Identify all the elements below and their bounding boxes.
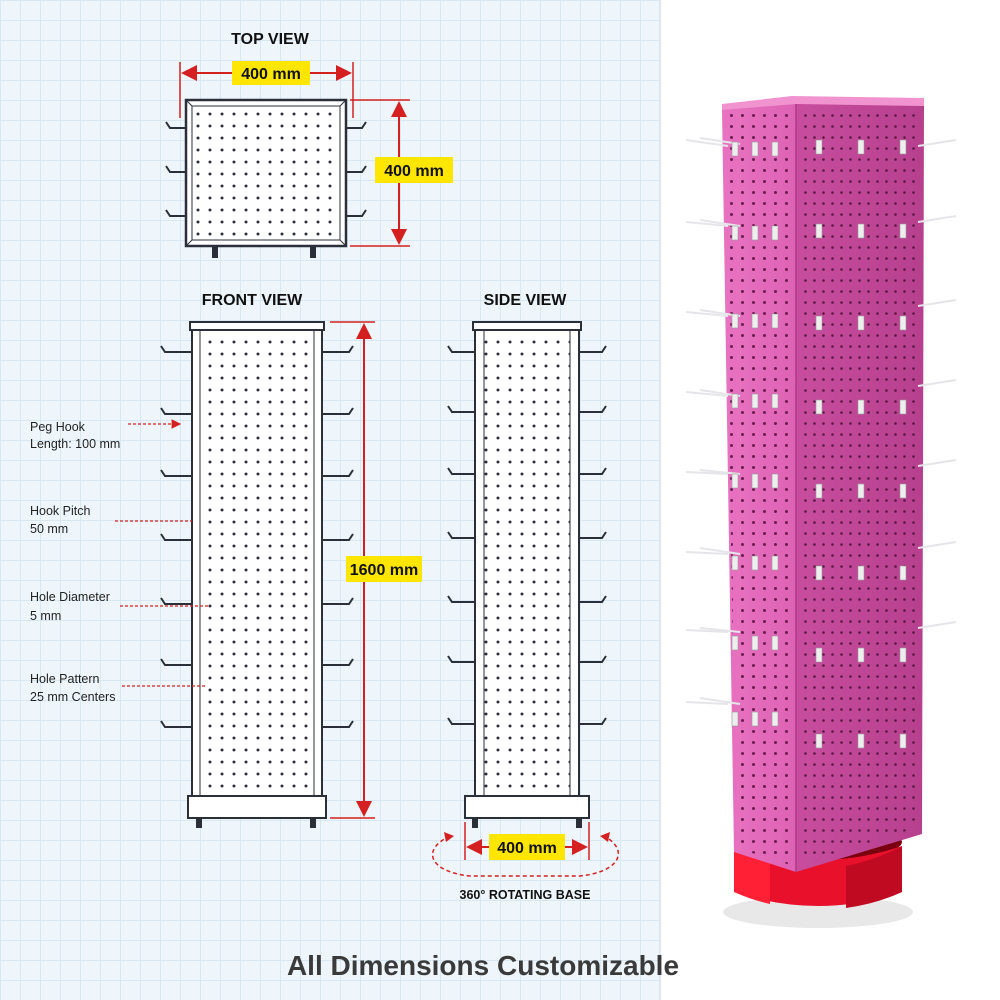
side-width-label: 400 mm [497, 840, 557, 857]
front-view-title: FRONT VIEW [202, 292, 303, 309]
callout-hook-pitch-line1: Hook Pitch [30, 504, 90, 518]
top-depth-label: 400 mm [384, 163, 444, 180]
rotating-base-label: 360° ROTATING BASE [460, 888, 591, 902]
callout-hole-pattern: Hole Pattern 25 mm Centers [30, 672, 205, 704]
top-width-dimension: 400 mm [179, 61, 354, 118]
side-view-title: SIDE VIEW [484, 292, 568, 309]
top-view-drawing [165, 98, 367, 258]
callout-hole-diameter-line1: Hole Diameter [30, 590, 110, 604]
top-depth-dimension: 400 mm [350, 99, 453, 247]
callout-peg-hook: Peg Hook Length: 100 mm [30, 419, 182, 451]
side-width-dimension: 400 mm [464, 822, 590, 860]
callout-hole-diameter: Hole Diameter 5 mm [30, 590, 210, 623]
side-view-drawing [447, 321, 607, 828]
callout-hook-pitch-line2: 50 mm [30, 522, 68, 536]
callout-peg-hook-line1: Peg Hook [30, 420, 86, 434]
callout-hole-pattern-line1: Hole Pattern [30, 672, 100, 686]
callout-hole-diameter-line2: 5 mm [30, 609, 61, 623]
product-photo-pink-display [685, 96, 957, 928]
callout-hole-pattern-line2: 25 mm Centers [30, 690, 115, 704]
top-view-title: TOP VIEW [231, 31, 310, 48]
top-width-label: 400 mm [241, 66, 301, 83]
rotating-base-arrow: 360° ROTATING BASE [431, 832, 620, 902]
callout-hook-pitch: Hook Pitch 50 mm [30, 504, 192, 536]
footer-caption: All Dimensions Customizable [287, 950, 679, 981]
front-height-dimension: 1600 mm [330, 321, 422, 819]
panel-divider [659, 0, 661, 1000]
callout-peg-hook-line2: Length: 100 mm [30, 437, 120, 451]
front-height-label: 1600 mm [350, 562, 419, 579]
front-view-drawing [160, 321, 354, 828]
